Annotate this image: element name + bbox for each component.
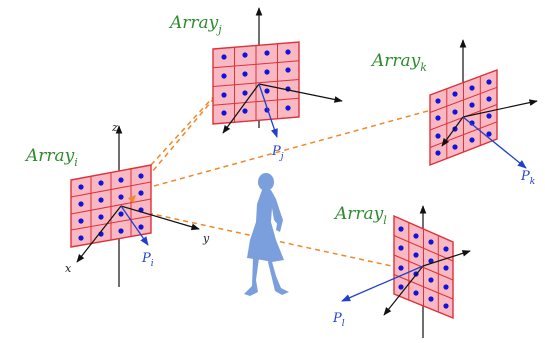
panel-grid	[393, 222, 454, 312]
array-label-l: Arrayl	[333, 204, 387, 227]
x-axis	[76, 205, 122, 263]
y-axis	[120, 205, 200, 231]
array-label-j: Arrayj	[168, 13, 222, 36]
axis-label-z: z	[111, 121, 118, 134]
array-j: Arrayj Pj	[168, 7, 343, 162]
vector-label-p-j: Pj	[271, 144, 284, 162]
vector-label-p-i: Pi	[141, 251, 154, 269]
pointing-vector-p-i	[120, 205, 149, 246]
array-k: Arrayk Pk	[370, 39, 538, 187]
panel-grid	[70, 169, 152, 243]
pointing-vector-p-l	[341, 265, 424, 302]
pointing-vector-p-j	[258, 83, 278, 138]
sight-line-i-to-k	[153, 108, 436, 187]
y-axis	[258, 83, 343, 103]
pointing-vector-p-k	[462, 116, 527, 169]
axis-label-y: y	[202, 232, 210, 245]
vector-label-p-k: Pk	[520, 169, 535, 187]
antenna-elements	[78, 173, 144, 241]
y-axis	[462, 99, 538, 118]
x-axis	[222, 83, 260, 134]
antenna-elements	[221, 49, 291, 116]
array-label-k: Arrayk	[370, 51, 427, 74]
x-axis	[441, 116, 464, 147]
array-i: Arrayi z y x Pi	[24, 121, 210, 287]
antenna-elements	[435, 79, 492, 156]
antenna-elements	[398, 226, 449, 309]
x-axis	[383, 265, 424, 316]
panel-grid	[212, 43, 300, 123]
axis-label-x: x	[65, 262, 72, 275]
sight-line-arrowhead	[128, 195, 136, 203]
vector-label-p-l: Pl	[332, 311, 345, 329]
panel-grid	[429, 76, 498, 159]
y-axis	[422, 250, 471, 267]
array-l: Arrayl Pl	[332, 204, 471, 338]
walking-person-icon	[244, 173, 289, 296]
array-label-i: Arrayi	[24, 146, 78, 169]
